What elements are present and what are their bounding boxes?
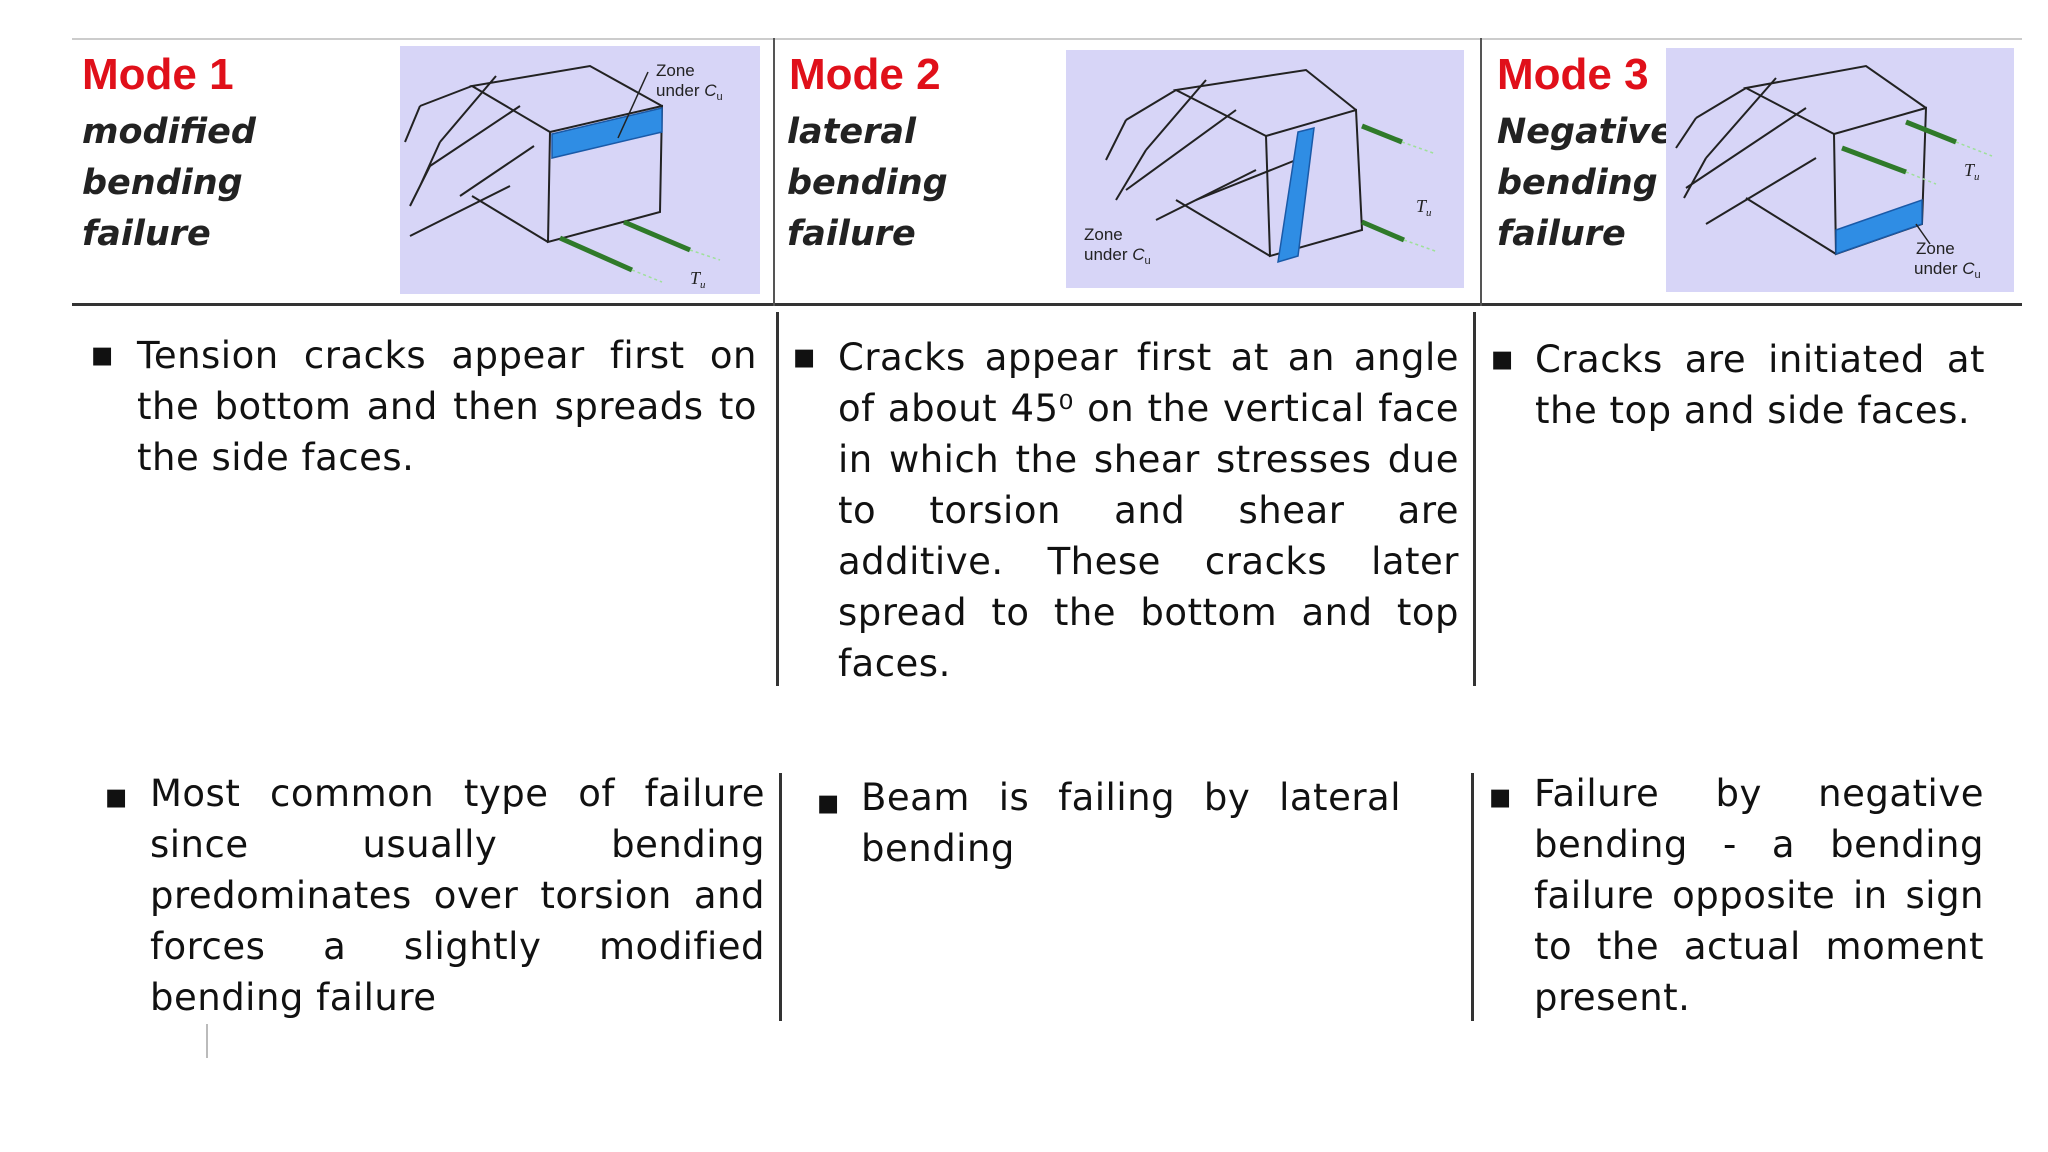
mode-2-figure: Zone under Cu Tu (1066, 50, 1464, 288)
mode-1-note-text: Most common type of failure since usuall… (150, 772, 765, 1019)
mode-2-zone-shading (1277, 127, 1315, 264)
mode-2-description-text: Cracks appear first at an angle of about… (838, 336, 1459, 685)
mode-3-zone-shading (1835, 198, 1923, 256)
mode-1-title: Mode 1 (82, 50, 234, 99)
mode-3-title: Mode 3 (1497, 50, 1649, 99)
bullet-icon: ▪ (816, 782, 841, 823)
mode-1-zone-shading (551, 107, 663, 159)
mode-1-description-text: Tension cracks appear first on the botto… (137, 334, 757, 479)
bullet-icon: ▪ (1488, 776, 1513, 817)
mode-2-note-text: Beam is failing by lateral bending (861, 776, 1401, 870)
header-bottom-border (72, 303, 2022, 306)
note-divider-1 (779, 773, 782, 1021)
svg-text:Zone: Zone (1084, 225, 1123, 244)
mode-1-subtitle: modified bending failure (82, 112, 256, 254)
desc-divider-1 (776, 312, 779, 686)
header-divider-2 (1480, 38, 1482, 306)
mode-2-title: Mode 2 (789, 50, 941, 99)
svg-text:Zone: Zone (656, 61, 695, 80)
mode-3-subtitle: Negative bending failure (1497, 112, 1674, 254)
note-stray-mark (206, 1024, 208, 1058)
svg-text:under Cu: under Cu (1084, 245, 1151, 267)
mode-3-figure: Tu Zone under Cu (1666, 48, 2014, 292)
header-divider-1 (773, 38, 775, 306)
svg-text:Zone: Zone (1916, 239, 1955, 258)
svg-text:Tu: Tu (1416, 196, 1432, 219)
mode-2-subtitle: lateral bending failure (787, 112, 948, 254)
mode-3-note-text: Failure by negative bending - a bending … (1534, 772, 1984, 1019)
bullet-icon: ▪ (104, 776, 129, 817)
svg-text:Tu: Tu (1964, 160, 1980, 183)
svg-text:under Cu: under Cu (656, 81, 723, 103)
note-divider-2 (1471, 773, 1474, 1021)
svg-text:under Cu: under Cu (1914, 259, 1981, 281)
bullet-icon: ▪ (792, 336, 817, 377)
bullet-icon: ▪ (1490, 338, 1515, 379)
header-top-border (72, 38, 2022, 40)
desc-divider-2 (1473, 312, 1476, 686)
mode-1-figure: Zone under Cu Tu (400, 46, 760, 294)
bullet-icon: ▪ (90, 334, 115, 375)
svg-text:Tu: Tu (690, 268, 706, 291)
mode-3-description-text: Cracks are initiated at the top and side… (1535, 338, 1985, 432)
